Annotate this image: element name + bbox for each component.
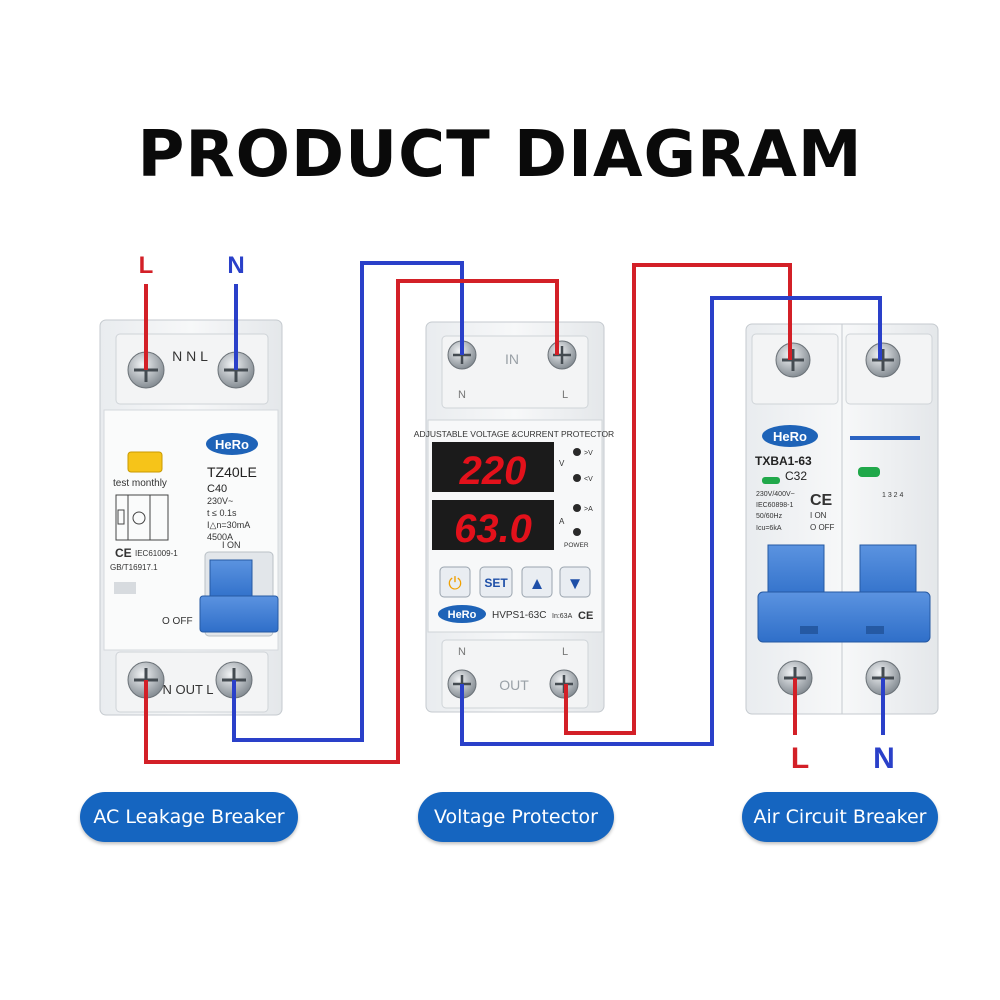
screw-icon (865, 342, 901, 378)
up-arrow-icon: ▲ (529, 574, 546, 593)
neutral-wire-2 (460, 296, 882, 746)
terminal-l-label-bottom: L (562, 646, 568, 658)
status-indicator (858, 467, 880, 477)
indicator-led (573, 528, 581, 536)
input-neutral-label: N (227, 252, 244, 279)
ac-leakage-breaker: N N L N OUT L HeRo test monthly TZ40LE C… (99, 319, 283, 716)
model-label: TZ40LE (207, 464, 257, 480)
test-button[interactable] (127, 451, 163, 473)
spec-0: 230V~ (207, 496, 233, 506)
toggle-lever[interactable] (757, 591, 931, 643)
unit-v: V (559, 459, 565, 468)
model-label: HVPS1-63C (492, 610, 546, 621)
set-label: SET (484, 576, 508, 590)
indicator-power: POWER (564, 542, 589, 549)
power-button[interactable] (439, 566, 471, 598)
indicator-led (573, 474, 581, 482)
label-air-circuit-breaker: Air Circuit Breaker (742, 792, 938, 842)
input-live-label: L (139, 252, 154, 279)
indicator-led (573, 504, 581, 512)
rating-label: In:63A (552, 613, 573, 620)
rating-label: C32 (785, 469, 807, 483)
spec-2: I△n=30mA (207, 520, 250, 530)
indicator-over-voltage: >V (584, 450, 593, 457)
current-display: 63.0 (454, 507, 532, 551)
indicator-under-voltage: <V (584, 476, 593, 483)
on-label: I ON (810, 511, 827, 520)
up-button[interactable] (521, 566, 553, 598)
live-wire-2 (564, 263, 792, 735)
terminal-n-label-bottom: N (458, 646, 466, 658)
ce-mark: CE (115, 546, 132, 560)
air-circuit-breaker: HeRo TXBA1-63 C32 230V/400V~ IEC60898-1 … (745, 323, 939, 715)
spec-3: Icu=6kA (756, 525, 782, 532)
spec-0: 230V/400V~ (756, 491, 795, 498)
label-ac-leakage-breaker: AC Leakage Breaker (80, 792, 298, 842)
voltage-protector: IN N L OUT N L ADJUSTABLE VOLTAGE &CURRE… (414, 321, 614, 713)
label-voltage-protector: Voltage Protector (418, 792, 614, 842)
pole-marks: 1 3 2 4 (882, 492, 904, 499)
on-label: I ON (222, 540, 241, 550)
spec-2: 50/60Hz (756, 513, 783, 520)
indicator-led (573, 448, 581, 456)
down-button[interactable] (559, 566, 591, 598)
indicator-over-current: >A (584, 506, 593, 513)
terminal-l-label: L (562, 389, 568, 401)
brand-logo: HeRo (448, 609, 477, 621)
unit-a: A (559, 517, 565, 526)
down-arrow-icon: ▼ (567, 574, 584, 593)
voltage-display: 220 (459, 449, 527, 493)
power-icon: ⏻ (448, 574, 462, 593)
spec-3: 4500A (207, 532, 233, 542)
output-neutral-label: N (873, 742, 895, 775)
status-indicator (762, 477, 780, 484)
off-label: O OFF (810, 523, 835, 532)
standard-0: IEC61009-1 (135, 549, 178, 558)
ce-mark: CE (578, 610, 593, 622)
screw-icon (775, 342, 811, 378)
standard-1: GB/T16917.1 (110, 563, 158, 572)
output-live-label: L (791, 742, 809, 775)
spec-1: IEC60898-1 (756, 502, 793, 509)
brand-logo: HeRo (215, 437, 249, 452)
toggle-lever[interactable] (199, 595, 279, 633)
neutral-wire-1 (232, 261, 464, 742)
set-button[interactable] (479, 566, 513, 598)
terminal-label-top: N N L (172, 348, 208, 364)
page-title: PRODUCT DIAGRAM (137, 118, 863, 192)
wiring (144, 261, 885, 764)
model-label: TXBA1-63 (755, 454, 812, 468)
rating-label: C40 (207, 483, 227, 495)
spec-1: t ≤ 0.1s (207, 508, 237, 518)
protector-header: ADJUSTABLE VOLTAGE &CURRENT PROTECTOR (414, 429, 614, 439)
terminal-label-bottom: N OUT L (162, 682, 213, 697)
screw-icon (547, 340, 577, 370)
live-wire-1 (144, 279, 559, 764)
ce-mark: CE (810, 492, 833, 509)
off-label: O OFF (162, 616, 193, 627)
terminal-n-label: N (458, 389, 466, 401)
out-label: OUT (499, 677, 529, 693)
in-label: IN (505, 351, 519, 367)
test-label: test monthly (113, 478, 167, 489)
brand-logo: HeRo (773, 429, 807, 444)
circuit-schematic-icon (115, 494, 169, 541)
